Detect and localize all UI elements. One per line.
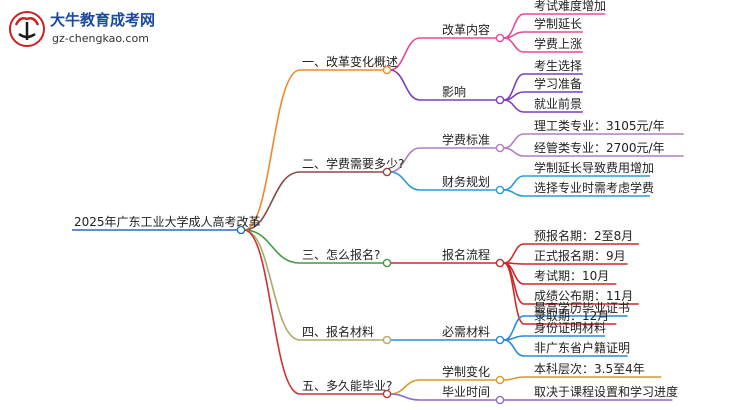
group-connector-dot (495, 185, 505, 195)
branch-edge (243, 69, 301, 231)
group-edge (389, 69, 421, 101)
branch-node: 一、改革变化概述 (302, 54, 398, 69)
leaf-node: 取决于课程设置和学习进度 (534, 384, 678, 399)
leaf-node: 考试难度增加 (534, 0, 606, 13)
leaf-node: 考试期：10月 (534, 268, 609, 283)
group-connector-dot (495, 375, 505, 385)
leaf-edge (503, 147, 525, 157)
mindmap-edges (72, 13, 684, 401)
root-node: 2025年广东工业大学成人高考改革 (74, 214, 261, 229)
logo-url: gz-chengkao.com (52, 32, 149, 45)
group-edge (389, 379, 421, 395)
leaf-edge (503, 31, 525, 39)
group-connector-dot (495, 258, 505, 268)
leaf-node: 选择专业时需考虑学费 (534, 180, 654, 195)
leaf-node: 考生选择 (534, 59, 582, 73)
branch-node: 三、怎么报名? (302, 247, 380, 262)
leaf-edge (503, 262, 525, 325)
branch-connector-dot (382, 335, 392, 345)
leaf-edge (503, 175, 525, 191)
branch-connector-dot (382, 389, 392, 399)
logo-title: 大牛教育成考网 (50, 11, 156, 29)
branch-edge (243, 229, 301, 341)
group-connector-dot (495, 95, 505, 105)
branch-node: 四、报名材料 (302, 324, 374, 339)
leaf-edge (503, 335, 525, 341)
group-node: 报名流程 (442, 247, 490, 262)
branch-edge (243, 229, 301, 395)
leaf-node: 正式报名期：9月 (534, 248, 626, 263)
branch-edge (243, 229, 301, 264)
branch-connector-dot (382, 65, 392, 75)
root-connector-dot (236, 225, 246, 235)
leaf-node: 经管类专业：2700元/年 (534, 140, 665, 155)
leaf-node: 预报名期：2至8月 (534, 228, 633, 243)
leaf-node: 身份证明材料 (534, 320, 606, 335)
group-node: 改革内容 (442, 22, 490, 37)
group-connector-dot (495, 33, 505, 43)
mindmap-nodes: 2025年广东工业大学成人高考改革 一、改革变化概述 改革内容 考试难度增加学制延长学… (74, 0, 678, 405)
leaf-node: 学费上涨 (534, 36, 582, 51)
group-node: 影响 (442, 84, 466, 99)
leaf-node: 最高学历毕业证书 (534, 300, 630, 315)
leaf-node: 成绩公布期：11月 (534, 289, 633, 303)
group-connector-dot (495, 335, 505, 345)
group-node: 必需材料 (442, 325, 490, 339)
group-node: 毕业时间 (442, 385, 490, 399)
group-edge (389, 171, 421, 191)
branch-edge (243, 171, 301, 231)
group-edge (389, 147, 421, 173)
bull-logo-icon (9, 11, 45, 47)
leaf-edge (503, 189, 525, 197)
group-edge (389, 37, 421, 71)
leaf-edge (503, 243, 525, 264)
leaf-node: 学制延长 (534, 16, 582, 31)
branch-connector-dot (382, 258, 392, 268)
leaf-edge (503, 37, 525, 53)
group-node: 财务规划 (442, 174, 490, 189)
leaf-node: 就业前景 (534, 96, 582, 111)
site-logo: 大牛教育成考网 gz-chengkao.com (4, 6, 194, 52)
leaf-node: 学习准备 (534, 76, 582, 91)
group-edge (389, 393, 421, 401)
leaf-edge (503, 99, 525, 113)
leaf-edge (503, 339, 525, 357)
group-connector-dot (495, 395, 505, 405)
branch-connector-dot (382, 167, 392, 177)
leaf-edge (503, 376, 525, 381)
leaf-node: 本科层次：3.5至4年 (534, 362, 645, 376)
leaf-node: 理工类专业：3105元/年 (534, 118, 665, 133)
branch-node: 五、多久能毕业? (302, 379, 392, 393)
leaf-node: 学制延长导致费用增加 (534, 160, 654, 175)
leaf-node: 非广东省户籍证明 (534, 340, 630, 355)
group-node: 学费标准 (442, 132, 490, 147)
group-node: 学制变化 (442, 364, 490, 379)
group-connector-dot (495, 143, 505, 153)
branch-node: 二、学费需要多少? (302, 156, 404, 171)
leaf-node: 录取期：12月 (534, 309, 609, 323)
leaf-edge (503, 133, 525, 149)
